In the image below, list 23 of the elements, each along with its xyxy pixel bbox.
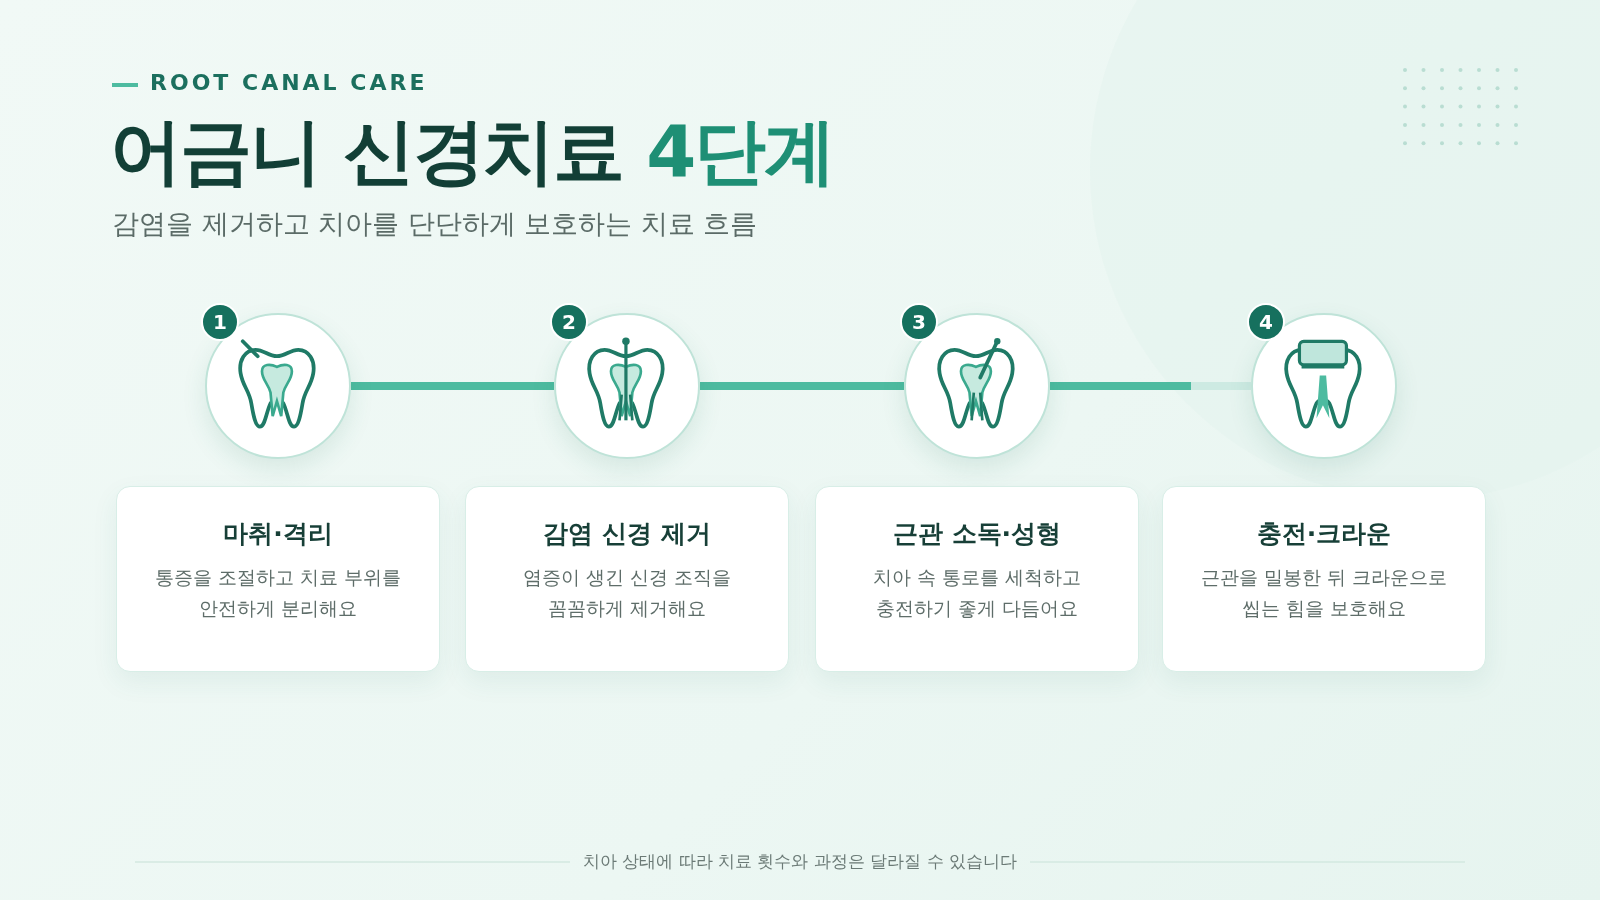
step-number-badge: 4 [1247, 303, 1285, 341]
timeline-line [1050, 382, 1251, 390]
step-card [116, 486, 440, 672]
footnote: 치아 상태에 따라 치료 횟수와 과정은 달라질 수 있습니다 [582, 851, 1018, 871]
step-number-badge: 2 [550, 303, 588, 341]
subtitle: 감염을 제거하고 치아를 단단하게 보호하는 치료 흐름 [112, 207, 758, 241]
section-label: ROOT CANAL CARE [150, 70, 428, 95]
step-description: 근관을 밀봉한 뒤 크라운으로 씹는 힘을 보호해요 [1199, 565, 1449, 621]
step-title: 근관 소독·성형 [891, 518, 1063, 550]
step-description: 염증이 생긴 신경 조직을 꼼꼼하게 제거해요 [521, 565, 733, 621]
timeline-line [700, 382, 904, 390]
step-number-badge: 1 [201, 303, 239, 341]
step-description: 치아 속 통로를 세척하고 충전하기 좋게 다듬어요 [871, 565, 1083, 621]
step-number-badge: 3 [900, 303, 938, 341]
step-title: 감염 신경 제거 [542, 518, 712, 550]
step-card [1162, 486, 1486, 672]
timeline-line [351, 382, 554, 390]
step-title: 마취·격리 [222, 518, 334, 550]
step-description: 통증을 조절하고 치료 부위를 안전하게 분리해요 [153, 565, 403, 621]
step-card [465, 486, 789, 672]
title: 어금니 신경치료 4단계 [110, 108, 835, 195]
step-title: 충전·크라운 [1255, 518, 1393, 550]
step-card [815, 486, 1139, 672]
